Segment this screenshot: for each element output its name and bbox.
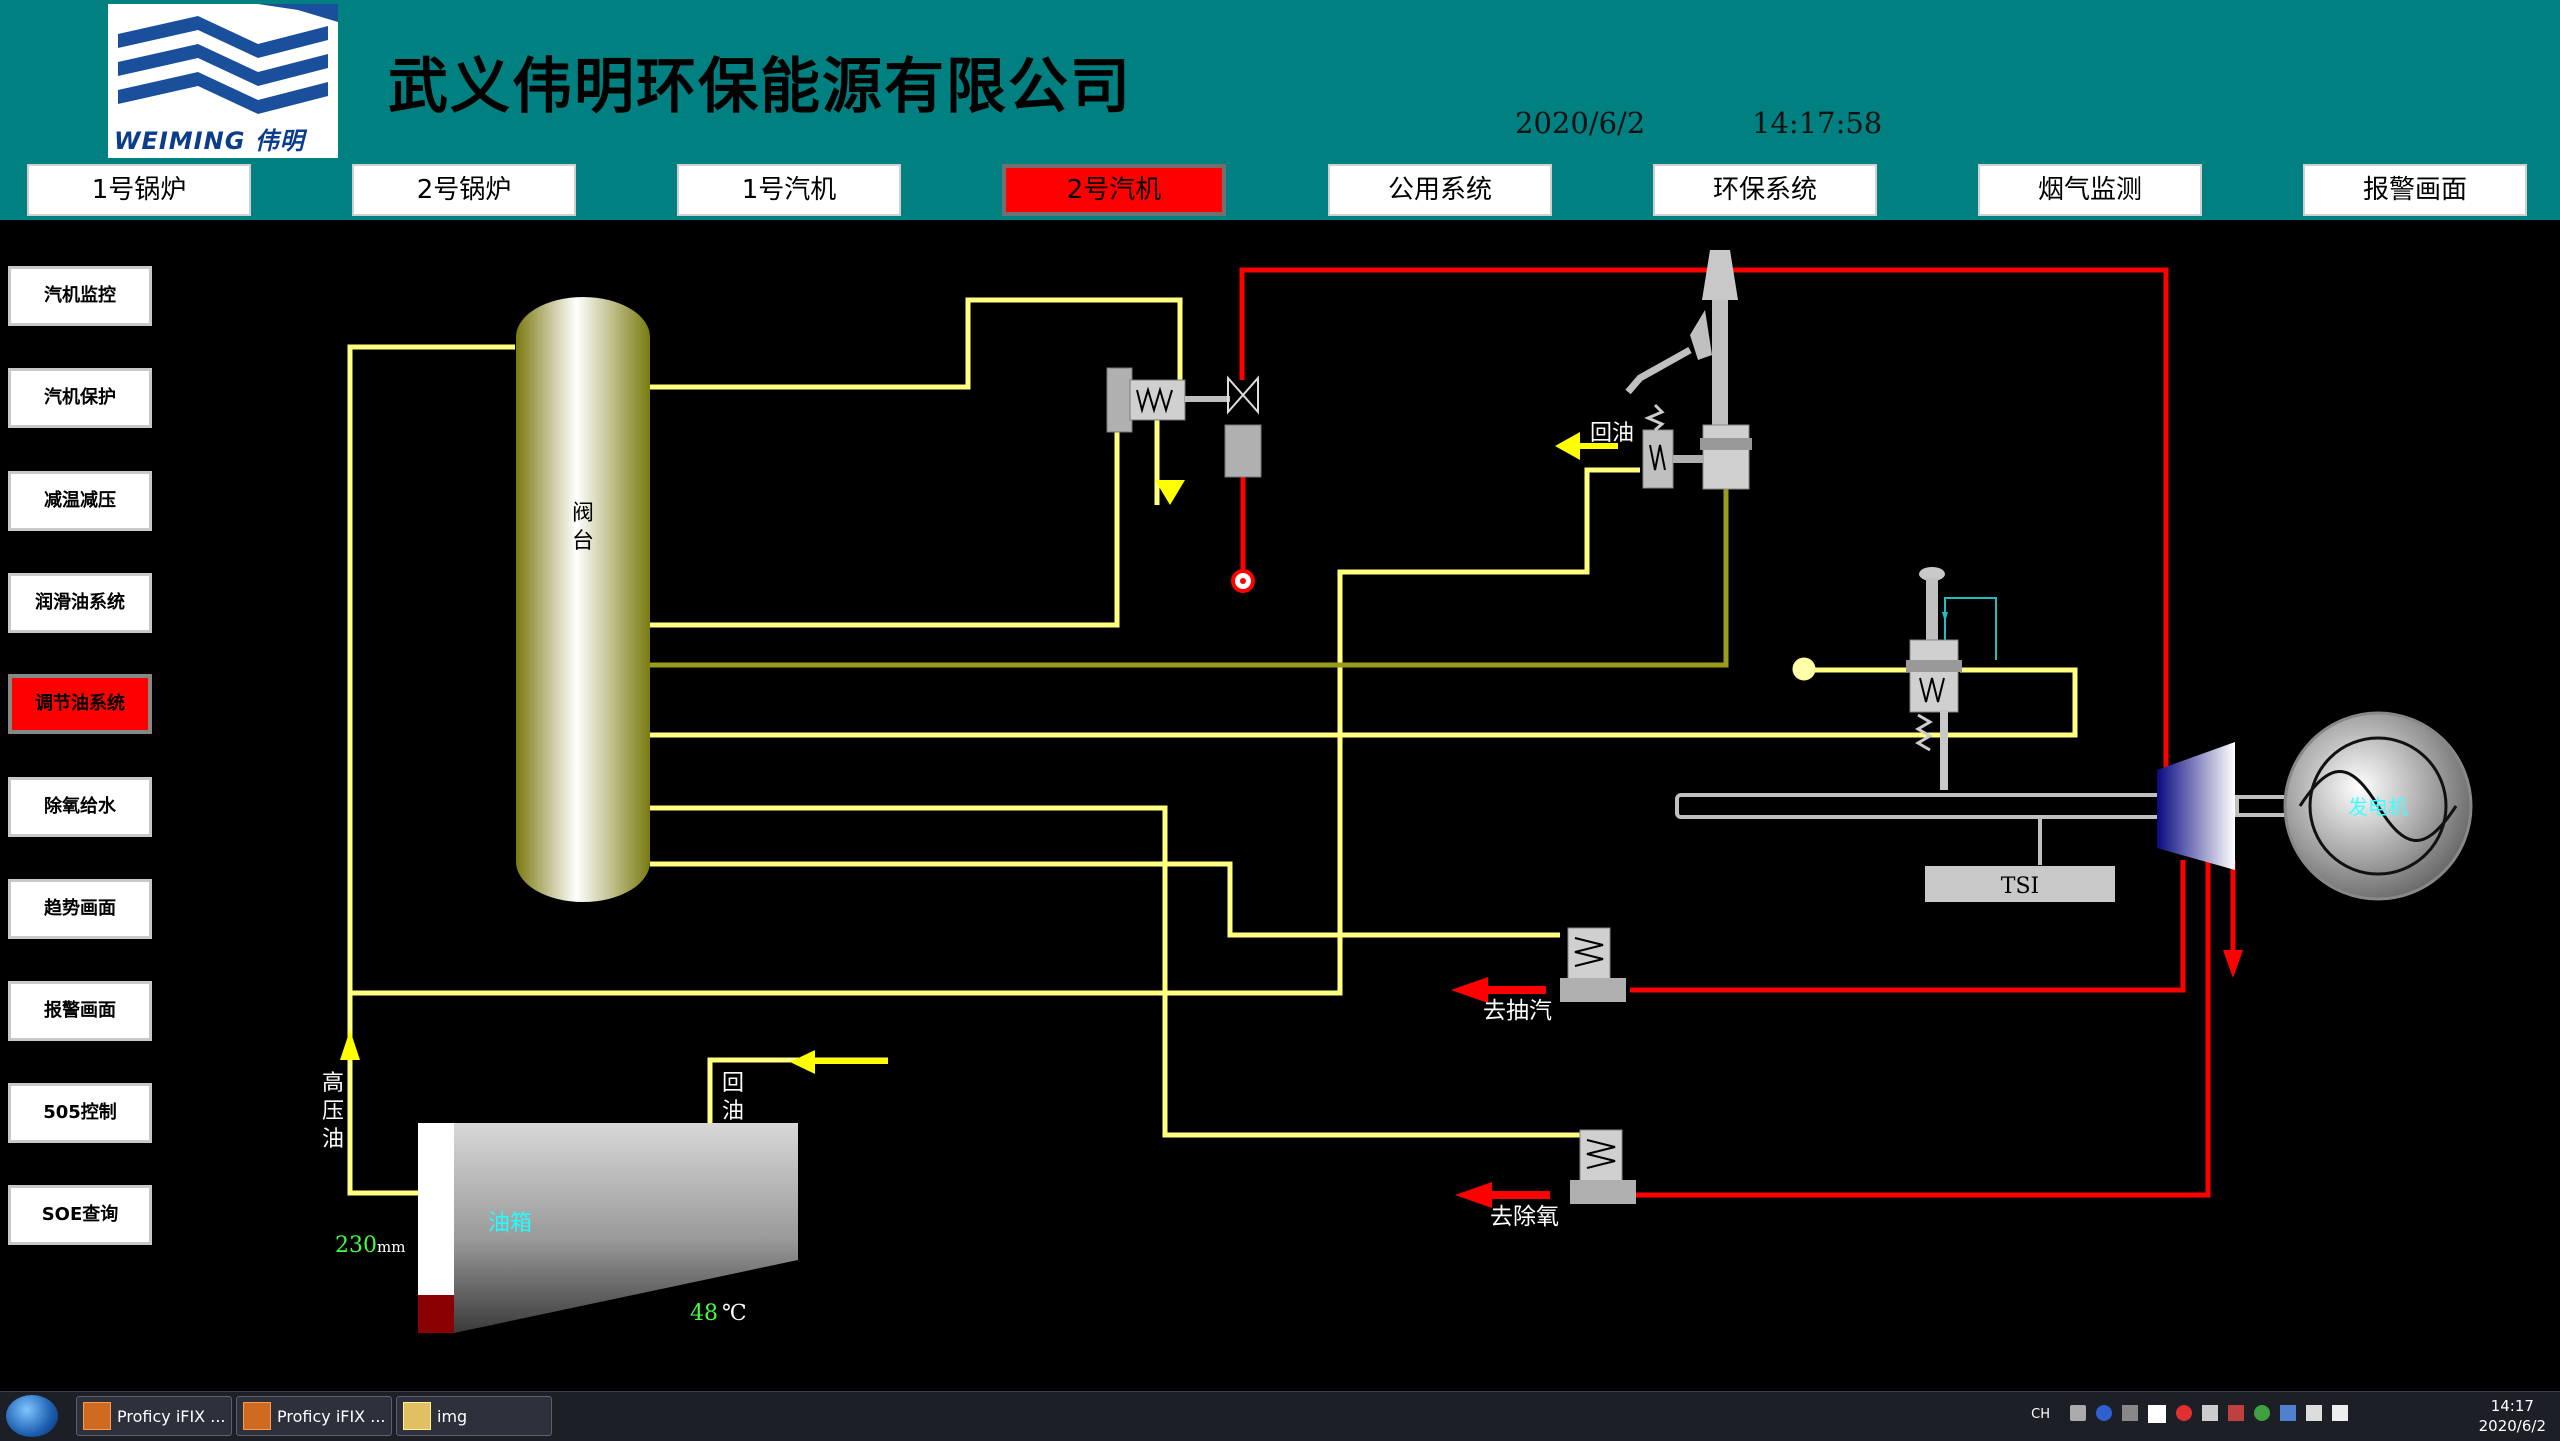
oil-tank-label: 油箱 <box>488 1211 532 1236</box>
main-stop-valve <box>1625 250 1752 490</box>
nav-turbine-2[interactable]: 2号汽机 <box>1002 164 1226 216</box>
header-bar: WEIMING 伟明 武义伟明环保能源有限公司 2020/6/2 14:17:5… <box>0 0 2560 220</box>
nav-alarm-screen[interactable]: 报警画面 <box>2303 164 2527 216</box>
folder-icon <box>403 1402 431 1430</box>
tank-level-value: 230mm <box>335 1233 405 1258</box>
nav-boiler-1[interactable]: 1号锅炉 <box>27 164 251 216</box>
control-oil-diagram: 阀台 回油 TSI <box>322 250 2473 1333</box>
deaerator-check-valve <box>1570 1129 1636 1204</box>
hp-oil-arrow-icon <box>340 1030 360 1060</box>
taskbar-clock[interactable]: 14:17 2020/6/2 <box>2478 1397 2546 1435</box>
gate-valve-icon <box>1227 375 1259 415</box>
help-icon[interactable] <box>2096 1405 2112 1421</box>
side-deaerator-feedwater[interactable]: 除氧给水 <box>8 777 152 837</box>
start-button[interactable] <box>6 1395 58 1437</box>
drain-line <box>650 470 1729 668</box>
nav-environment-system[interactable]: 环保系统 <box>1653 164 1877 216</box>
side-trend-screen[interactable]: 趋势画面 <box>8 879 152 939</box>
to-deaerator-arrow-icon <box>1455 1182 1492 1208</box>
high-pressure-oil-label: 高压油 <box>322 1071 344 1152</box>
device-icon[interactable] <box>2202 1405 2218 1421</box>
steam-lines <box>1239 267 2236 1198</box>
servo-actuator-left <box>1106 367 1262 478</box>
oil-tank: 油箱 <box>418 1123 798 1333</box>
tool-icon[interactable] <box>2122 1405 2138 1421</box>
keyboard-icon[interactable] <box>2070 1405 2086 1421</box>
svg-text:阀台: 阀台 <box>572 501 594 554</box>
nav-flue-gas-monitor[interactable]: 烟气监测 <box>1978 164 2202 216</box>
side-soe-query[interactable]: SOE查询 <box>8 1185 152 1245</box>
steam-drain-arrow-icon <box>2223 950 2243 978</box>
tank-return-arrow-icon <box>790 1050 815 1074</box>
extraction-check-valve <box>1560 927 1626 1002</box>
oil-lines <box>347 297 2078 1196</box>
tray-app-icon[interactable] <box>2228 1405 2244 1421</box>
logo-text: WEIMING 伟明 <box>114 127 305 155</box>
tank-temp-value: 48℃ <box>690 1301 747 1326</box>
windows-taskbar: Proficy iFIX ... Proficy iFIX ... img CH… <box>0 1391 2560 1441</box>
return-oil-label: 回油 <box>1590 421 1634 446</box>
side-505-control[interactable]: 505控制 <box>8 1083 152 1143</box>
generator: 发电机 <box>2283 711 2473 901</box>
tsi-panel <box>1925 866 2115 902</box>
ifix-app-icon <box>83 1402 111 1430</box>
logo-stripes-icon <box>108 4 338 124</box>
taskbar-item-ifix-1[interactable]: Proficy iFIX ... <box>76 1396 232 1436</box>
tsi-label: TSI <box>2001 874 2039 899</box>
return-oil-arrow-icon <box>1555 432 1580 460</box>
nav-turbine-1[interactable]: 1号汽机 <box>677 164 901 216</box>
valve-block <box>516 297 650 902</box>
nav-common-system[interactable]: 公用系统 <box>1328 164 1552 216</box>
governor-servo <box>1792 567 1997 790</box>
company-title: 武义伟明环保能源有限公司 <box>388 52 1132 122</box>
tank-return-oil-label: 回油 <box>722 1071 744 1124</box>
turbine-rotor <box>2157 742 2235 870</box>
language-indicator[interactable]: CH <box>2031 1407 2050 1422</box>
drain-arrow-icon <box>1155 480 1185 505</box>
side-control-oil[interactable]: 调节油系统 <box>8 674 152 734</box>
header-date: 2020/6/2 <box>1515 106 1646 140</box>
header-time: 14:17:58 <box>1752 106 1883 140</box>
to-deaerator-label: 去除氧 <box>1490 1204 1559 1230</box>
network-icon[interactable] <box>2306 1405 2322 1421</box>
turbine-shaft <box>1675 793 2169 819</box>
volume-icon[interactable] <box>2332 1405 2348 1421</box>
side-alarm-screen[interactable]: 报警画面 <box>8 981 152 1041</box>
network-share-icon[interactable] <box>2254 1405 2270 1421</box>
taskbar-item-ifix-2[interactable]: Proficy iFIX ... <box>236 1396 392 1436</box>
generator-label: 发电机 <box>2348 795 2408 819</box>
company-logo: WEIMING 伟明 <box>108 4 338 158</box>
to-extraction-arrow-icon <box>1451 977 1488 1003</box>
nav-boiler-2[interactable]: 2号锅炉 <box>352 164 576 216</box>
ifix-app-icon <box>243 1402 271 1430</box>
tray-icons <box>2070 1405 2450 1427</box>
sync-icon[interactable] <box>2280 1405 2296 1421</box>
side-turbine-monitor[interactable]: 汽机监控 <box>8 266 152 326</box>
to-extraction-label: 去抽汽 <box>1483 998 1552 1024</box>
security-icon[interactable] <box>2176 1405 2192 1421</box>
side-turbine-protect[interactable]: 汽机保护 <box>8 368 152 428</box>
side-lube-oil[interactable]: 润滑油系统 <box>8 573 152 633</box>
side-desuperheater[interactable]: 减温减压 <box>8 471 152 531</box>
app-icon[interactable] <box>2148 1405 2166 1423</box>
taskbar-item-img-folder[interactable]: img <box>396 1396 552 1436</box>
tank-level-fill <box>418 1295 454 1333</box>
